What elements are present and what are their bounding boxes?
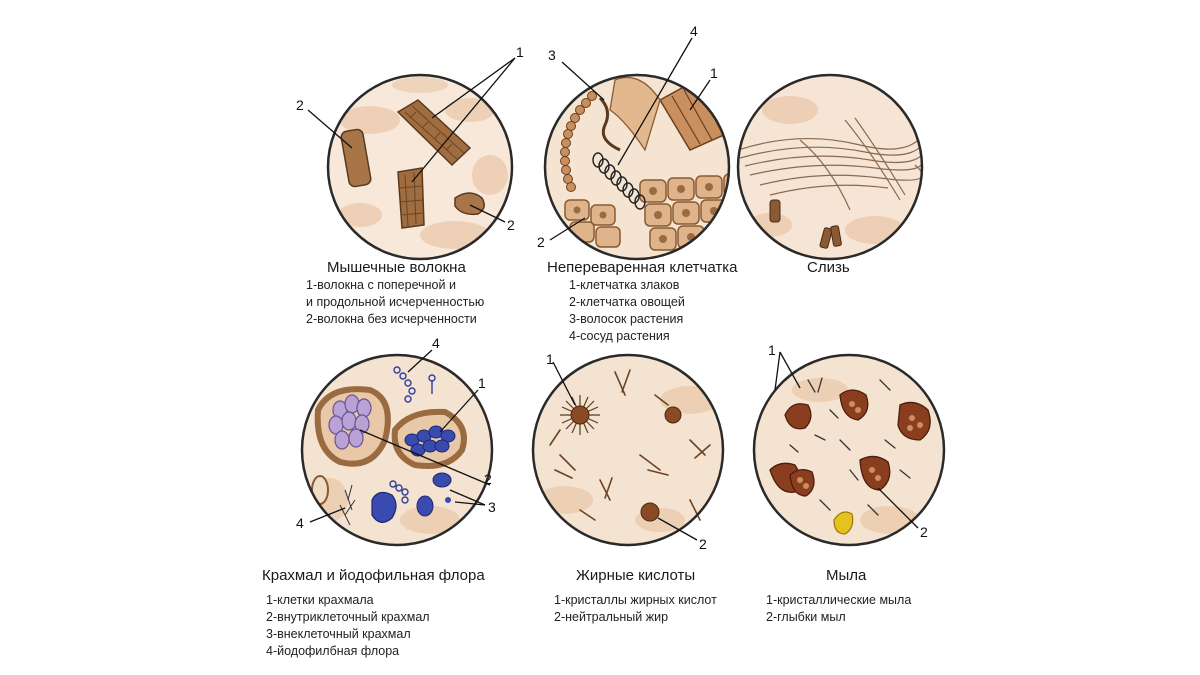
callout-label: 1 [768, 342, 776, 358]
legend-line: 1-волокна с поперечной и [306, 278, 456, 292]
callout-lines [307, 57, 516, 223]
callout-label: 1 [710, 65, 718, 81]
panel-muscle-fibers: 1 2 2 [296, 44, 524, 261]
field-background [338, 77, 508, 249]
soap-lump-inclusions [797, 401, 923, 489]
fatty-acid-needles [549, 369, 711, 521]
legend-line: 1-кристаллы жирных кислот [554, 593, 717, 607]
callout-label: 2 [484, 471, 492, 487]
microscope-field [754, 355, 944, 545]
legend-line: 2-волокна без исчерченности [306, 312, 477, 326]
callout-lines [552, 361, 698, 541]
panel-legend: 1-кристаллические мыла 2-глыбки мыл [766, 592, 911, 626]
callout-lines [309, 349, 491, 523]
panel-title: Жирные кислоты [576, 567, 696, 584]
panel-legend: 1-кристаллы жирных кислот 2-нейтральный … [554, 592, 717, 626]
callout-label: 4 [690, 23, 698, 39]
legend-line: 2-глыбки мыл [766, 610, 846, 624]
panel-starch: 4 1 2 3 4 [296, 335, 496, 547]
neutral-fat-droplet [640, 502, 660, 522]
panel-legend: 1-волокна с поперечной и и продольной ис… [306, 277, 484, 328]
panel-legend: 1-клетки крахмала 2-внутриклеточный крах… [266, 592, 430, 660]
callout-label: 2 [920, 524, 928, 540]
bacilli [339, 484, 356, 526]
callout-label: 1 [546, 351, 554, 367]
intracellular-starch-blue [404, 425, 456, 457]
panel-mucus [736, 73, 924, 261]
field-outline [752, 353, 946, 547]
callout-label: 3 [548, 47, 556, 63]
legend-line: 1-клетчатка злаков [569, 278, 680, 292]
extracellular-starch [371, 472, 452, 523]
callout-label: 1 [478, 375, 486, 391]
field-outline [543, 73, 731, 261]
beaded-chain [560, 91, 597, 192]
legend-line: 4-сосуд растения [569, 329, 670, 343]
callout-lines [549, 37, 711, 241]
panel-soaps: 1 2 [752, 342, 946, 547]
intracellular-starch [328, 394, 372, 450]
callout-label: 3 [488, 499, 496, 515]
mucus-fragments [769, 199, 842, 249]
legend-line: 2-внутриклеточный крахмал [266, 610, 430, 624]
legend-line: 3-внеклеточный крахмал [266, 627, 411, 641]
plant-hair [598, 96, 621, 152]
non-striated-fiber [454, 192, 485, 216]
legend-line: 2-клетчатка овощей [569, 295, 685, 309]
field-outline [300, 353, 494, 547]
iodophilic-flora [389, 366, 436, 504]
legend-line: и продольной исчерченностью [306, 295, 485, 309]
field-outline [531, 353, 725, 547]
legend-line: 1-кристаллические мыла [766, 593, 912, 607]
legend-line: 3-волосок растения [569, 312, 684, 326]
field-background [564, 76, 729, 251]
panel-title: Слизь [807, 259, 850, 276]
field-outline [736, 73, 924, 261]
neutral-fat-droplet [664, 406, 682, 424]
panel-title: Непереваренная клетчатка [547, 259, 738, 276]
panel-title: Мыла [826, 567, 867, 584]
panel-legend: 1-клетчатка злаков 2-клетчатка овощей 3-… [569, 277, 685, 345]
crystal-core [570, 405, 590, 425]
panel-title: Мышечные волокна [327, 259, 466, 276]
soap-crystals [789, 377, 911, 516]
legend-line: 1-клетки крахмала [266, 593, 374, 607]
callout-label: 4 [296, 515, 304, 531]
non-striated-fiber [340, 128, 372, 188]
plant-vessel-spiral [592, 152, 646, 210]
striated-fiber [396, 99, 472, 167]
callout-label: 4 [432, 335, 440, 351]
field-outline [326, 73, 514, 261]
callout-lines [774, 351, 919, 529]
striated-fiber [397, 167, 425, 229]
callout-label: 1 [516, 44, 524, 60]
callout-label: 2 [507, 217, 515, 233]
panel-title: Крахмал и йодофильная флора [262, 567, 485, 584]
field-background [792, 378, 920, 534]
callout-label: 2 [699, 536, 707, 552]
panel-fatty-acids: 1 2 [531, 351, 725, 552]
panel-undigested-fiber: 3 4 1 2 [537, 23, 731, 261]
legend-line: 4-йодофилбная флора [266, 644, 400, 658]
yellow-soap-lump [833, 511, 854, 535]
legend-line: 2-нейтральный жир [554, 610, 669, 624]
callout-label: 2 [296, 97, 304, 113]
callout-label: 2 [537, 234, 545, 250]
